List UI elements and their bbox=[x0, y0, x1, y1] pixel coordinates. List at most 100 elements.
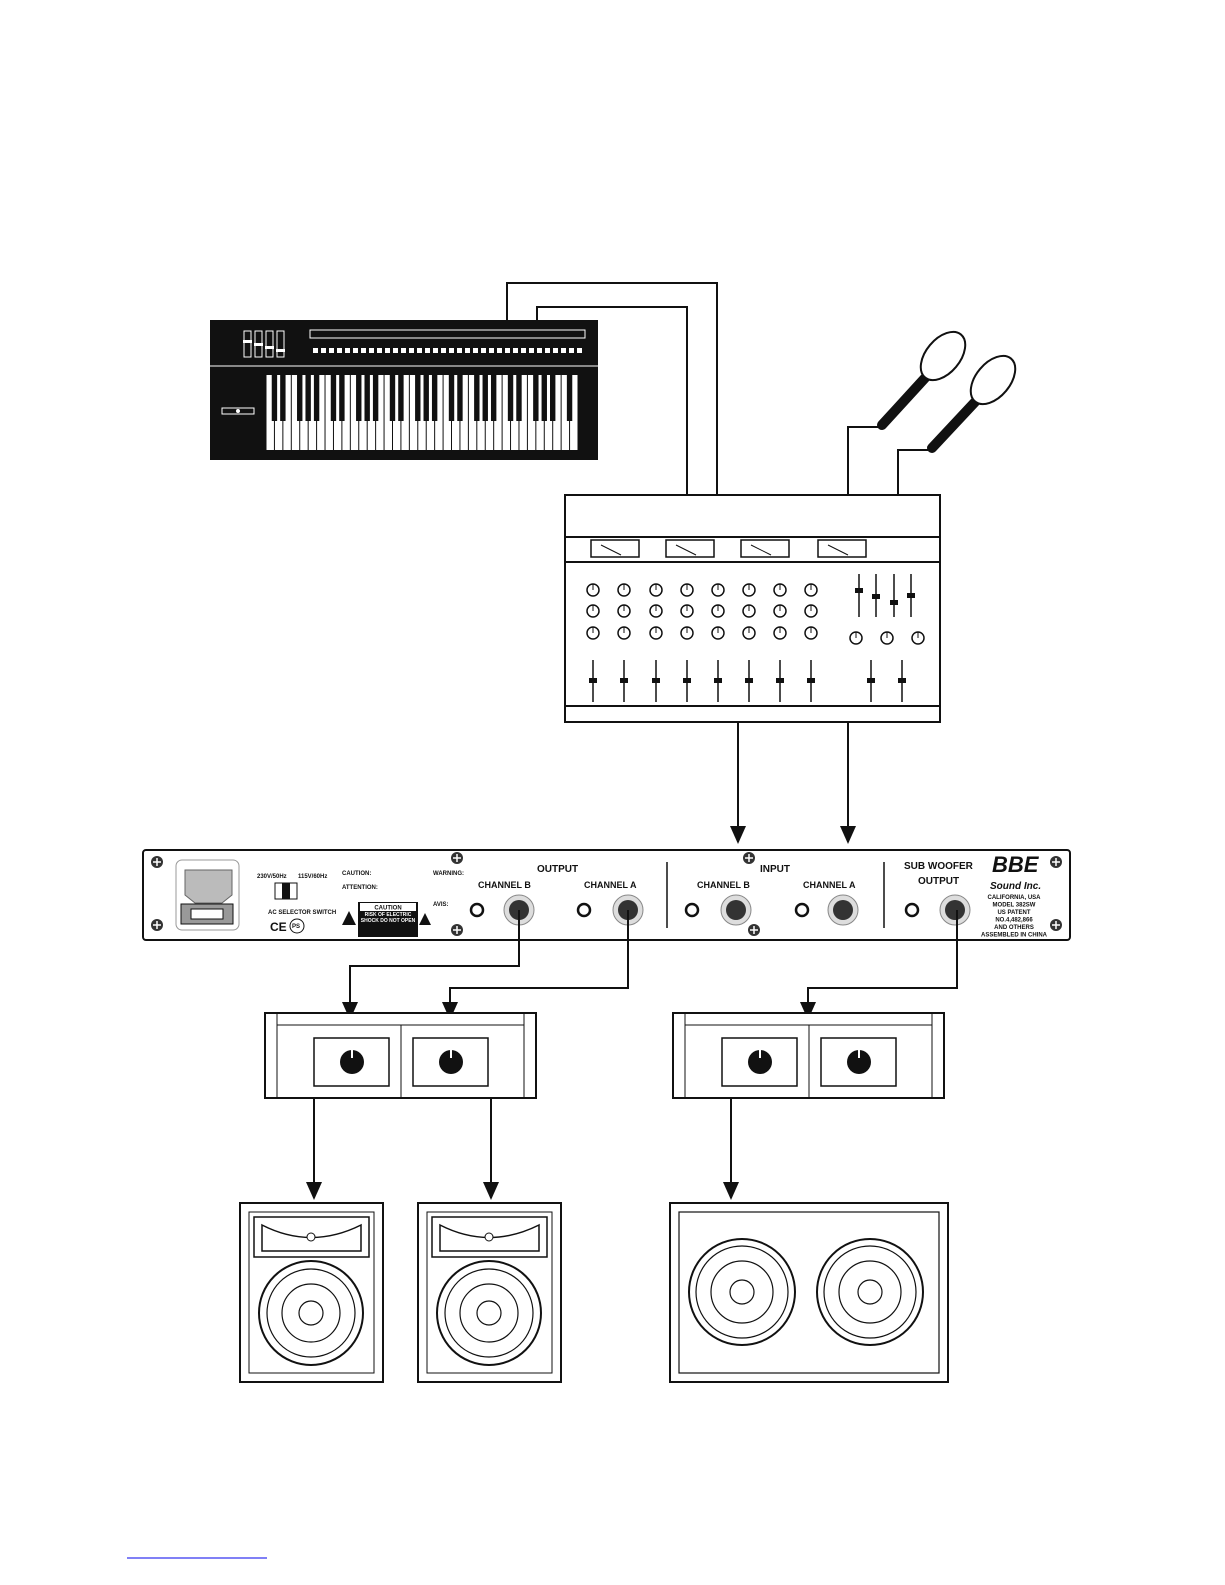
keyboard-slider-cap bbox=[254, 343, 263, 346]
subwoofer-cone bbox=[857, 1279, 883, 1305]
rack-screws bbox=[151, 852, 1062, 936]
keyboard-button bbox=[457, 348, 462, 353]
keyboard-button bbox=[441, 348, 446, 353]
black-key bbox=[339, 375, 345, 421]
piano-keys bbox=[265, 375, 579, 450]
input-label: INPUT bbox=[760, 864, 790, 875]
rca-jack bbox=[469, 902, 485, 918]
keyboard-buttons bbox=[313, 348, 582, 353]
keyboard-button bbox=[417, 348, 422, 353]
fader-cap bbox=[807, 678, 815, 683]
fader-cap bbox=[776, 678, 784, 683]
ps-mark: PS bbox=[292, 924, 300, 930]
rca-jack bbox=[576, 902, 592, 918]
keyboard-button bbox=[337, 348, 342, 353]
input-channel-a-label: CHANNEL A bbox=[803, 880, 856, 890]
keyboard-button bbox=[529, 348, 534, 353]
rack-info-line: ASSEMBLED IN CHINA bbox=[981, 933, 1048, 939]
keyboard-button bbox=[521, 348, 526, 353]
horn-driver bbox=[306, 1232, 316, 1242]
group-fader-cap bbox=[907, 593, 915, 598]
ce-mark: CE bbox=[270, 920, 287, 934]
subwoofer-drivers bbox=[688, 1238, 924, 1346]
fader-cap bbox=[620, 678, 628, 683]
black-key bbox=[313, 375, 320, 421]
black-key bbox=[474, 375, 480, 421]
voltage-115-label: 115V/60Hz bbox=[298, 874, 327, 880]
keyboard-button bbox=[505, 348, 510, 353]
caution-label: CAUTION bbox=[374, 906, 401, 912]
keyboard-button bbox=[313, 348, 318, 353]
black-key bbox=[280, 375, 286, 421]
keyboard-slider-cap bbox=[243, 340, 252, 343]
rack-info-line: MODEL 382SW bbox=[993, 903, 1036, 909]
subwoofer-cone bbox=[816, 1238, 924, 1346]
keyboard-button bbox=[545, 348, 550, 353]
rack-info-line: AND OTHERS bbox=[994, 925, 1034, 931]
output-channel-a-label: CHANNEL A bbox=[584, 880, 637, 890]
bbe-rack-processor: 230V/50Hz 115V/60Hz AC SELECTOR SWITCH C… bbox=[142, 849, 1071, 941]
black-key bbox=[533, 375, 539, 421]
rack-info-line: US PATENT bbox=[997, 910, 1030, 916]
keyboard-button bbox=[481, 348, 486, 353]
black-key bbox=[398, 375, 404, 421]
group-fader-cap bbox=[890, 600, 898, 605]
ac-selector-label: AC SELECTOR SWITCH bbox=[268, 910, 336, 916]
woofer-cone bbox=[476, 1300, 502, 1326]
black-key bbox=[330, 375, 337, 421]
keyboard-button bbox=[577, 348, 582, 353]
warning-triangle-icon bbox=[342, 911, 356, 925]
master-fader-cap bbox=[898, 678, 906, 683]
subwoofer-cone bbox=[823, 1245, 917, 1339]
black-key bbox=[297, 375, 303, 421]
speakers bbox=[239, 1202, 562, 1383]
black-key bbox=[415, 375, 421, 421]
black-key bbox=[482, 375, 488, 421]
vu-meters bbox=[590, 539, 867, 558]
keyboard-button bbox=[401, 348, 406, 353]
horn-tweeter bbox=[253, 1216, 370, 1258]
keyboard-button bbox=[361, 348, 366, 353]
pitch-wheel bbox=[221, 407, 255, 415]
screw-slot bbox=[745, 854, 753, 862]
keyboard-button bbox=[473, 348, 478, 353]
keyboard-button bbox=[497, 348, 502, 353]
sub-woofer-output-label: OUTPUT bbox=[918, 876, 959, 887]
black-key bbox=[448, 375, 455, 421]
warning-triangle-icon bbox=[419, 913, 431, 925]
jack-hole bbox=[833, 900, 853, 920]
power-inlet bbox=[175, 859, 240, 931]
group-fader-cap bbox=[855, 588, 863, 593]
caution-title: CAUTION: bbox=[342, 871, 371, 877]
black-key bbox=[364, 375, 370, 421]
output-cables bbox=[342, 910, 958, 1020]
subwoofer-cone bbox=[688, 1238, 796, 1346]
vu-meter bbox=[740, 539, 790, 558]
keyboard-slider-cap bbox=[265, 346, 274, 349]
keyboard-button bbox=[433, 348, 438, 353]
black-key bbox=[356, 375, 362, 421]
fader-cap bbox=[652, 678, 660, 683]
vu-needle bbox=[675, 544, 697, 556]
gain-knob bbox=[748, 1050, 772, 1074]
woofer-cone bbox=[281, 1283, 341, 1343]
black-key bbox=[566, 375, 573, 421]
black-key bbox=[457, 375, 463, 421]
woofer-cone bbox=[459, 1283, 519, 1343]
keyboard-button bbox=[425, 348, 430, 353]
master-fader-cap bbox=[867, 678, 875, 683]
vu-needle bbox=[600, 544, 622, 556]
keyboard-button bbox=[553, 348, 558, 353]
gain-knob bbox=[340, 1050, 364, 1074]
woofer-cone bbox=[258, 1260, 364, 1366]
microphone-2 bbox=[897, 354, 1017, 497]
caution-box-subtext-frame: RISK OF ELECTRIC SHOCK DO NOT OPEN bbox=[361, 912, 415, 924]
subwoofer-cone bbox=[695, 1245, 789, 1339]
power-amplifiers bbox=[264, 1012, 945, 1099]
jack-hole bbox=[726, 900, 746, 920]
vu-meter bbox=[817, 539, 867, 558]
output-channel-b-label: CHANNEL B bbox=[478, 880, 531, 890]
keyboard-button bbox=[385, 348, 390, 353]
